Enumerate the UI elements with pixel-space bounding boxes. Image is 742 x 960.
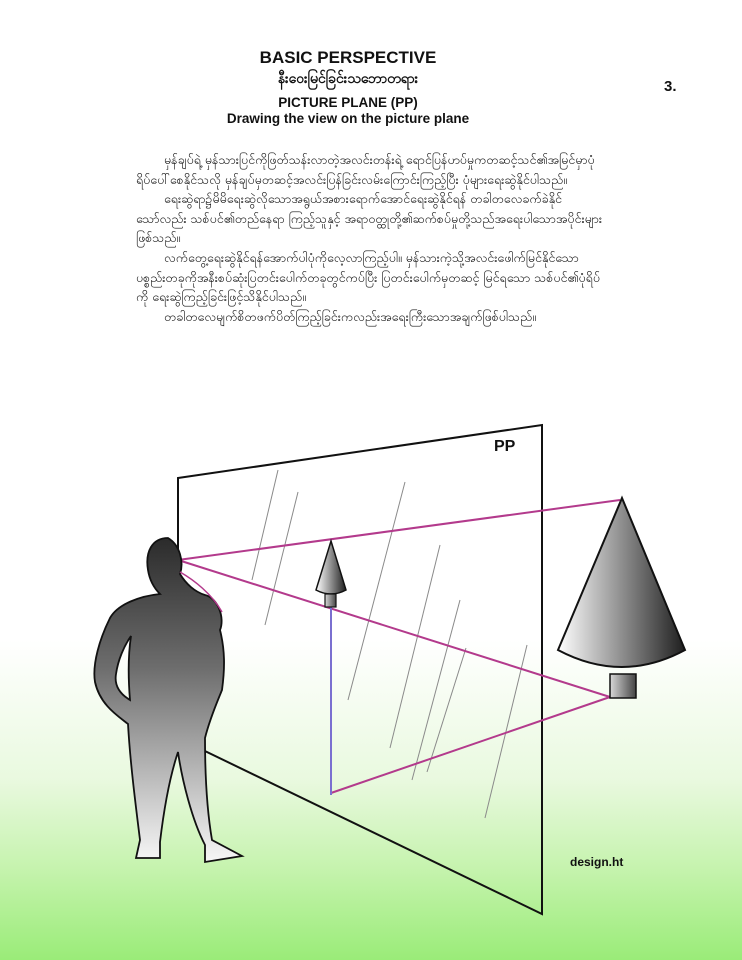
credit-label: design.ht	[570, 855, 624, 869]
projected-tree	[315, 538, 347, 608]
tree	[556, 495, 687, 699]
page-title: BASIC PERSPECTIVE	[259, 48, 437, 67]
section-subheading: Drawing the view on the picture plane	[226, 111, 470, 126]
paragraph: ရေးဆွဲရာ၌မိမိရေးဆွဲလိုသောအရွယ်အစားရောက်အ…	[136, 191, 603, 246]
page-title-myanmar: နီးဝေးမြင်ခြင်းသဘောတရား	[277, 70, 419, 86]
viewer-figure	[93, 537, 245, 864]
body-text: မှန်ချပ်ရဲ့ မှန်သားပြင်ကိုဖြတ်သန်းလာတဲ့အ…	[136, 150, 606, 326]
paragraph: မှန်ချပ်ရဲ့ မှန်သားပြင်ကိုဖြတ်သန်းလာတဲ့အ…	[136, 152, 595, 187]
plane-label: PP	[494, 438, 516, 455]
section-heading: PICTURE PLANE (PP)	[278, 95, 418, 110]
paragraph: လက်တွေ့ရေးဆွဲနိုင်ရန်အောက်ပါပုံကိုလေ့လာက…	[136, 249, 600, 305]
sight-lines	[177, 499, 621, 794]
paragraph: တခါတလေမျက်စိတဖက်ပိတ်ကြည့်ခြင်းကလည်းအရေးက…	[164, 308, 536, 324]
page-number: 3.	[664, 78, 677, 95]
viewer-arm-highlight	[179, 571, 223, 613]
glass-streaks	[251, 469, 528, 819]
picture-plane	[177, 423, 543, 916]
